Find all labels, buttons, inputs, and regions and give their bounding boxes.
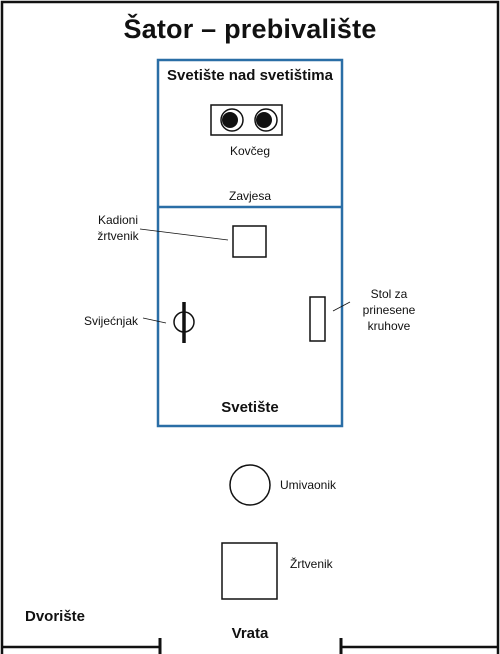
incense-altar-label-line-2: žrtvenik	[97, 229, 139, 243]
lampstand-label: Svijećnjak	[84, 314, 139, 328]
incense-altar-label: Kadioni žrtvenik	[90, 212, 146, 244]
incense-altar-label-line-1: Kadioni	[97, 213, 139, 227]
page-title: Šator – prebivalište	[123, 14, 377, 44]
showbread-table-label-line-1: Stol za	[370, 287, 408, 301]
lampstand-leader	[142, 317, 167, 324]
courtyard-label: Dvorište	[25, 608, 86, 625]
showbread-table-label-line-3: kruhove	[367, 319, 411, 333]
showbread-table-label-line-2: prinesene	[362, 303, 416, 317]
showbread-table-leader	[332, 301, 351, 312]
holy-of-holies-label: Svetište nad svetištima	[167, 67, 333, 84]
altar-label: Žrtvenik	[290, 557, 333, 571]
holy-place-label: Svetište	[221, 399, 279, 416]
incense-altar-icon	[232, 225, 267, 258]
showbread-table-icon	[309, 296, 326, 342]
laver-label: Umivaonik	[280, 478, 337, 492]
ark-cherub-right-dot	[256, 112, 272, 128]
ark-cherub-left-dot	[222, 112, 238, 128]
tabernacle-outline	[156, 58, 344, 428]
ark-label: Kovčeg	[229, 144, 271, 158]
showbread-table-label: Stol za prinesene kruhove	[354, 286, 424, 334]
curtain-label: Zavjesa	[228, 189, 272, 203]
laver-icon	[229, 464, 271, 506]
incense-altar-leader	[139, 228, 229, 241]
gate-label: Vrata	[231, 625, 269, 642]
bronze-altar-icon	[221, 542, 278, 600]
